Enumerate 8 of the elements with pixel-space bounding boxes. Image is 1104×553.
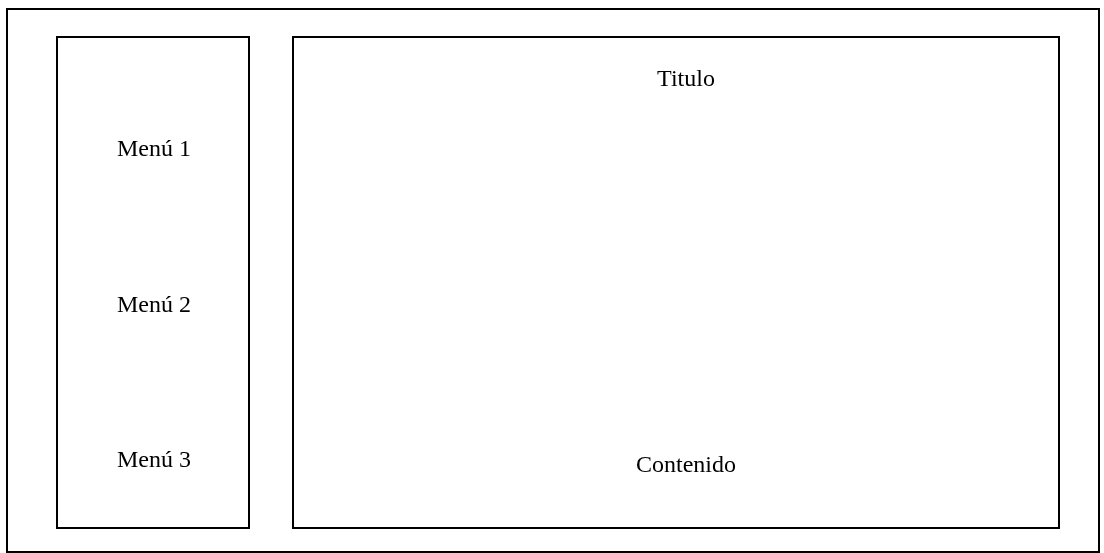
content-text: Contenido (636, 450, 736, 478)
menu-item: Menú 1 (117, 134, 191, 162)
sidebar-panel (56, 36, 250, 529)
menu-item: Menú 3 (117, 445, 191, 473)
page-frame (6, 8, 1100, 553)
page-title: Titulo (657, 64, 715, 92)
menu-item: Menú 2 (117, 290, 191, 318)
content-panel (292, 36, 1060, 529)
